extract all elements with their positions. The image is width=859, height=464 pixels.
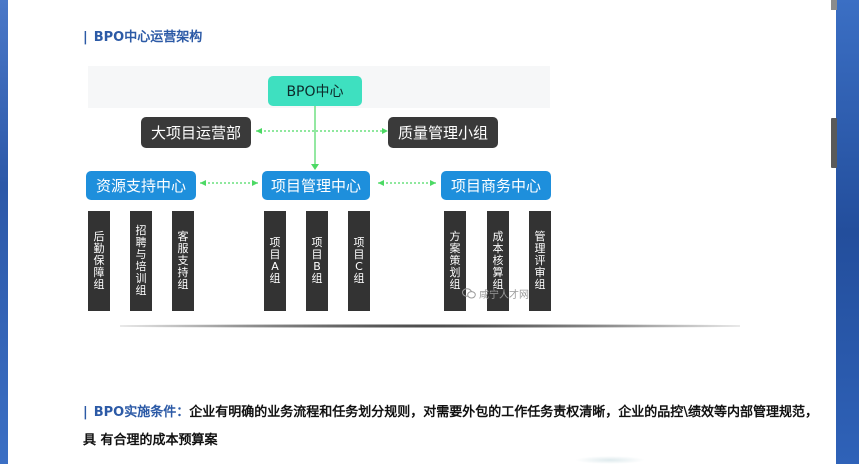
org-group-cost: 成本核算组 (487, 211, 509, 311)
heading-title: BPO中心运营架构 (93, 30, 203, 45)
org-group-project-b: 项目B组 (306, 211, 328, 311)
org-center-business: 项目商务中心 (441, 171, 551, 200)
org-group-service: 客服支持组 (172, 211, 194, 311)
org-group-review: 管理评审组 (529, 211, 551, 311)
org-group-project-c: 项目C组 (348, 211, 370, 311)
paragraph-bar: | (83, 405, 88, 420)
section-heading: | BPO中心运营架构 (83, 26, 202, 45)
window-left-border (0, 0, 8, 464)
org-root-node: BPO中心 (268, 76, 362, 106)
wechat-icon (462, 288, 476, 299)
watermark-text: 咸宁人才网 (479, 290, 529, 301)
bottom-artifact (575, 456, 645, 464)
org-center-resource: 资源支持中心 (86, 171, 196, 200)
org-node-right: 质量管理小组 (388, 117, 498, 148)
chart-shadow (120, 324, 740, 328)
paragraph-text: 企业有明确的业务流程和任务划分规则，对需要外包的工作任务责权清晰，企业的品控\绩… (83, 405, 818, 448)
implementation-paragraph: | BPO实施条件：企业有明确的业务流程和任务划分规则，对需要外包的工作任务责权清… (83, 399, 823, 455)
paragraph-label: BPO实施条件： (93, 405, 190, 420)
org-node-left: 大项目运营部 (141, 117, 251, 148)
heading-bar: | (83, 30, 88, 45)
scrollbar-top[interactable] (831, 0, 837, 10)
org-group-project-a: 项目A组 (264, 211, 286, 311)
org-group-logistics: 后勤保障组 (88, 211, 110, 311)
org-group-recruit: 招聘与培训组 (130, 211, 152, 311)
watermark: 咸宁人才网 (462, 286, 529, 301)
scrollbar-thumb[interactable] (831, 118, 837, 168)
org-group-planning: 方案策划组 (444, 211, 466, 311)
org-center-project: 项目管理中心 (262, 171, 370, 200)
window-right-border (836, 0, 859, 464)
